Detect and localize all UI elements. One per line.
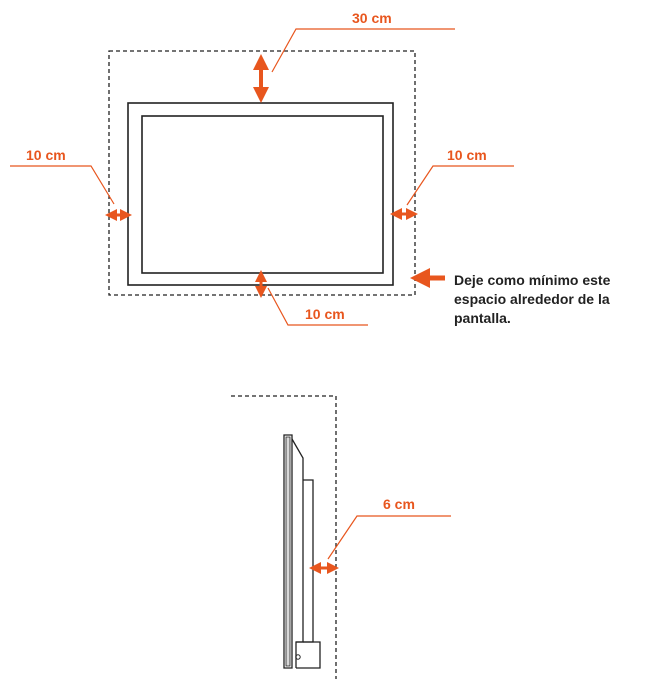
note-line-3: pantalla. xyxy=(454,310,511,326)
top-leader-line xyxy=(271,28,455,73)
display-screen xyxy=(141,115,384,274)
note-line-2: espacio alrededor de la xyxy=(454,291,610,307)
right-leader-line xyxy=(406,165,514,206)
bottom-leader-line xyxy=(267,287,368,326)
front-view: 30 cm 10 cm 10 cm 10 cm Deje como mínimo… xyxy=(10,10,611,326)
wall-line xyxy=(231,395,337,679)
side-view: 6 cm xyxy=(231,395,451,679)
display-outer-frame xyxy=(127,102,394,286)
right-clearance-label: 10 cm xyxy=(447,147,487,163)
left-leader-line xyxy=(10,165,115,205)
wall-clearance-label: 6 cm xyxy=(383,496,415,512)
bottom-clearance-label: 10 cm xyxy=(305,306,345,322)
note-line-1: Deje como mínimo este xyxy=(454,272,611,288)
display-side-profile xyxy=(283,434,321,669)
wall-leader-line xyxy=(327,515,451,560)
top-clearance-label: 30 cm xyxy=(352,10,392,26)
left-clearance-label: 10 cm xyxy=(26,147,66,163)
